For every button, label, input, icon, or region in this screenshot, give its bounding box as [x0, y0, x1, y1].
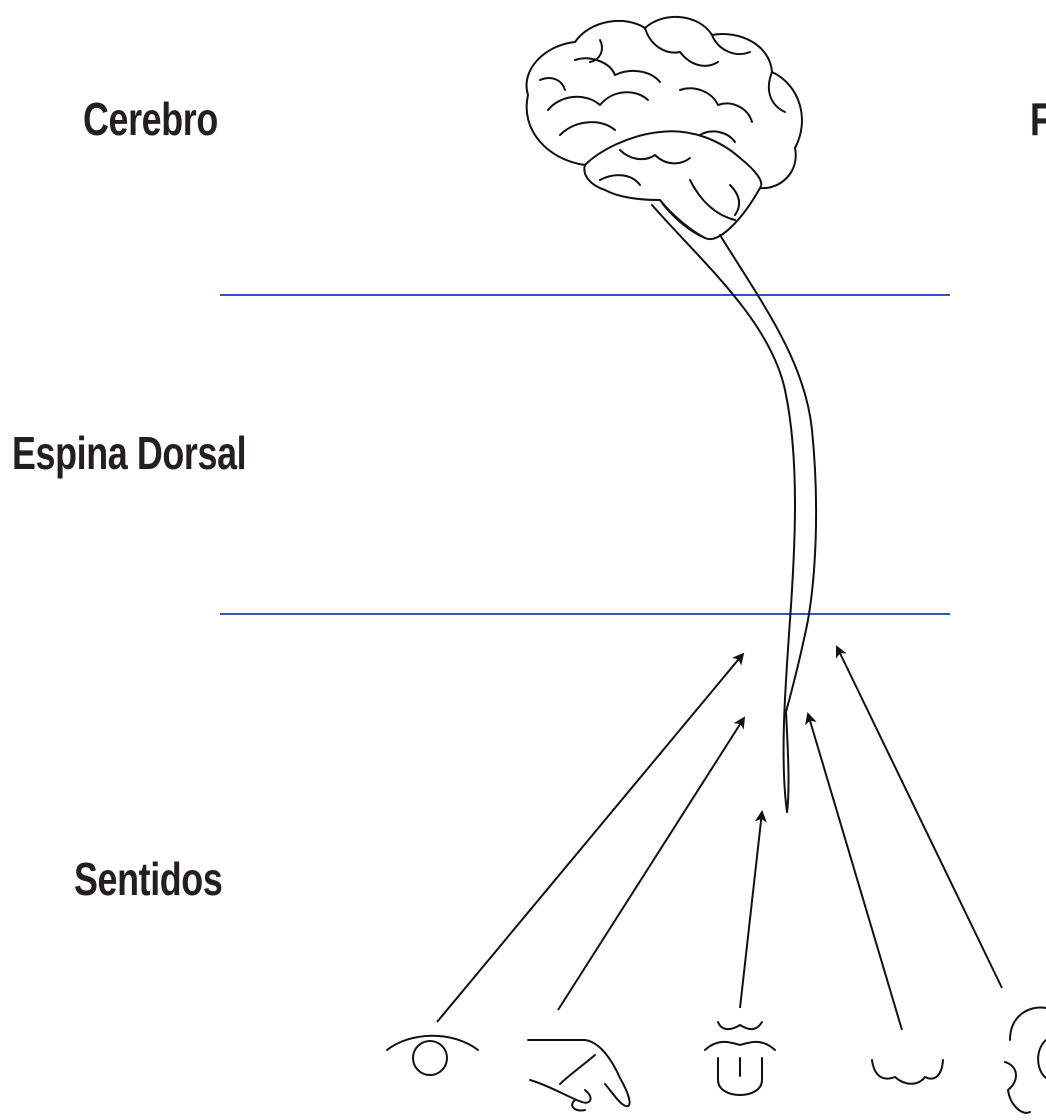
arrow-hand — [558, 718, 744, 1010]
arrow-mouth — [740, 812, 762, 1008]
brain-icon — [526, 17, 801, 239]
nose-icon — [872, 1060, 943, 1084]
spinal-cord — [652, 205, 816, 812]
sense-arrows — [437, 647, 1002, 1030]
arrow-nose — [808, 714, 902, 1030]
arrow-eye — [437, 654, 743, 1022]
mouth-icon — [705, 1022, 775, 1095]
arrow-ear — [837, 647, 1002, 988]
eye-icon — [387, 1036, 478, 1075]
hand-icon — [528, 1040, 630, 1110]
ear-icon — [1005, 1007, 1046, 1112]
